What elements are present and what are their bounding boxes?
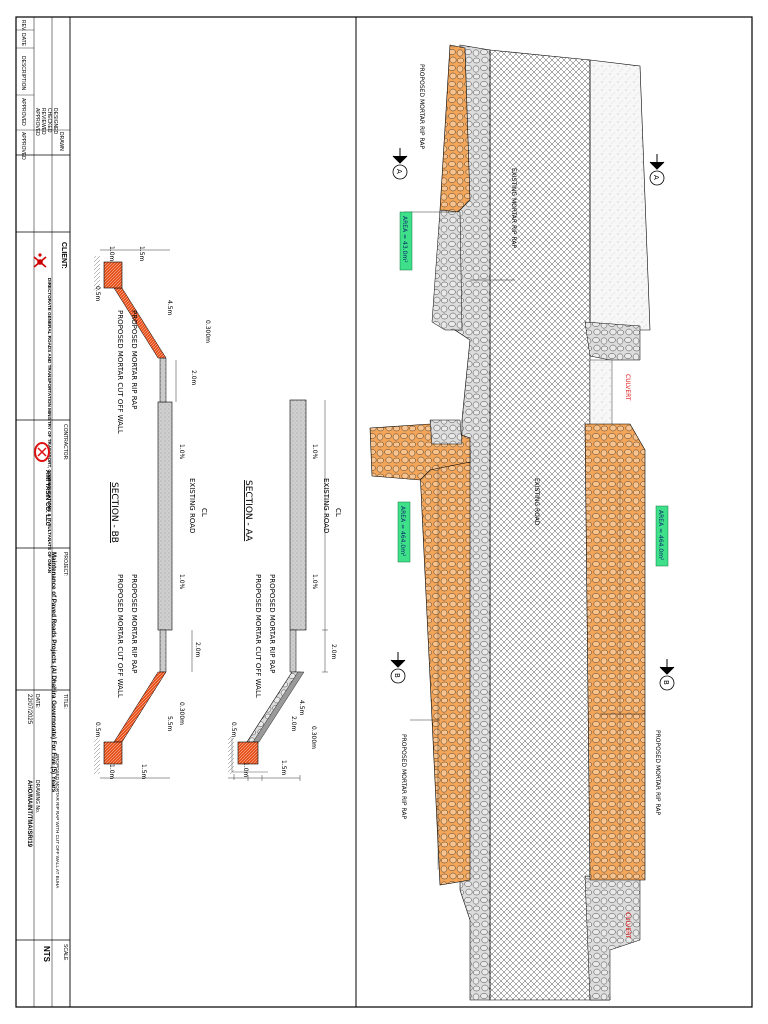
contractor-name: AMI YASIN CO. LLC xyxy=(44,470,50,527)
section-bb-slope-left: 1.0% xyxy=(178,444,185,460)
section-bb-slope-right: 1.0% xyxy=(178,574,185,590)
section-bb-cut-off-l: PROPOSED MORTAR CUT OFF WALL xyxy=(116,310,124,434)
rev-header-approved-2: APPROVED xyxy=(20,132,26,160)
section-bb-cut-off-bottom xyxy=(103,741,123,765)
section-bb-rip-rap-l: PROPOSED MORTAR RIP RAP xyxy=(130,310,138,409)
section-aa-dim-thk: 0.300m xyxy=(310,726,317,749)
section-aa-rip-rap: PROPOSED MORTAR RIP RAP xyxy=(268,574,276,673)
rev-header-rev: REV. xyxy=(20,20,26,31)
plan-proposed-rip-rap-1 xyxy=(439,44,471,216)
rev-header-date: DATE xyxy=(20,33,26,47)
drawing-no-value: AHO/MAINT/TMA/SR/19 xyxy=(26,780,32,848)
plan-label-proposed-rip-rap-1: PROPOSED MORTAR RIP RAP xyxy=(418,64,425,149)
sign-label-reviewed: REVIEWED xyxy=(40,108,46,135)
section-aa-title: SECTION - AA xyxy=(243,480,253,542)
section-marker-a-right: A xyxy=(649,154,665,186)
rev-header-description: DESCRIPTION xyxy=(20,56,26,91)
section-bb-dim-diag-r: 5.5m xyxy=(166,716,173,732)
section-bb-existing-road: EXISTING ROAD xyxy=(188,478,196,533)
title-label: TITLE: xyxy=(62,694,68,709)
section-bb-cut-off-top xyxy=(103,261,123,289)
sign-label-designed: DESIGNED xyxy=(52,108,58,135)
contractor-logo-icon xyxy=(34,442,50,462)
section-aa-cut-off: PROPOSED MORTAR CUT OFF WALL xyxy=(254,574,262,698)
date-label: DATE: xyxy=(34,694,40,708)
plan-label-existing-rip-rap: EXISTING MORTAR RIP RAP xyxy=(510,168,517,248)
section-bb-dim-top1: 1.0m xyxy=(108,246,115,262)
project-name: Maintenance of Paved Roads Projects (Al … xyxy=(50,552,57,793)
area-label-2: AREA = 464.0m² xyxy=(399,506,406,557)
section-bb-dim-thk-r: 0.300m xyxy=(178,702,185,725)
section-bb-dim-thk-l: 0.300m xyxy=(204,320,211,343)
svg-text:B: B xyxy=(662,680,670,685)
area-label-3: AREA = 464.0m² xyxy=(657,510,664,561)
section-aa-cut-off-wall xyxy=(237,741,259,765)
scale-value: NTS xyxy=(42,946,51,963)
section-aa-dim-slope: 2.0m xyxy=(290,716,297,732)
plan-label-culvert-2: CULVERT xyxy=(624,912,631,939)
client-name-box xyxy=(2,291,36,467)
area-label-1-bg xyxy=(399,211,413,271)
client-name: DIRECTORATE GENERAL ROADS AND TRANSPORTA… xyxy=(47,278,52,574)
section-bb-dim-top2: 1.5m xyxy=(138,246,145,262)
scale-label: SCALE xyxy=(62,944,68,961)
section-marker-b-left: B xyxy=(390,652,406,684)
plan-label-proposed-rip-rap-2: PROPOSED MORTAR RIP RAP xyxy=(400,734,407,819)
client-emblem-icon xyxy=(33,253,47,268)
title-block: REV. DATE DESCRIPTION APPROVED APPROVED … xyxy=(2,16,71,1008)
contractor-label: CONTRACTOR: xyxy=(62,424,68,461)
section-bb-dim-bot1: 1.0m xyxy=(108,764,115,780)
section-bb: CL EXISTING ROAD SECTION - BB 1.0% 1.0% … xyxy=(94,246,211,780)
section-marker-a-left: A xyxy=(392,148,408,180)
section-bb-dim-depth-l: 0.5m xyxy=(94,286,101,302)
plan-proposed-rip-rap-2 xyxy=(419,447,471,886)
plan-label-culvert-1: CULVERT xyxy=(624,374,631,401)
plan-label-proposed-rip-rap-3: PROPOSED MORTAR RIP RAP xyxy=(654,730,661,815)
plan-proposed-rip-rap-3 xyxy=(584,423,646,881)
section-bb-pavement xyxy=(157,401,173,631)
svg-text:B: B xyxy=(393,673,401,678)
section-aa-existing-road: EXISTING ROAD xyxy=(322,478,330,533)
sign-label-checked: CHECKED xyxy=(46,108,52,133)
section-bb-dim-shoulder-r: 2.0m xyxy=(194,642,201,658)
section-bb-title: SECTION - BB xyxy=(109,482,119,543)
client-label: CLIENT: xyxy=(60,242,67,269)
area-label-1: AREA = 43.0m² xyxy=(401,216,408,263)
section-bb-dim-diag-l: 4.5m xyxy=(166,300,173,316)
section-aa-dim-diag: 4.5m xyxy=(298,700,305,716)
project-label: PROJECT: xyxy=(62,552,68,576)
section-aa-dim-base1: 1.0m xyxy=(242,762,249,778)
section-aa-cl: CL xyxy=(334,508,342,517)
date-value: 22/07/2025 xyxy=(26,694,32,725)
section-aa-slope-right: 1.0% xyxy=(311,574,318,590)
section-bb-cl: CL xyxy=(200,508,208,517)
plan-view: A A B B AREA = 43.0m² AREA = 464.0m² ARE… xyxy=(369,44,675,1001)
rev-header-approved: APPROVED xyxy=(20,98,26,126)
section-aa-slope-left: 1.0% xyxy=(311,444,318,460)
section-aa: CL EXISTING ROAD SECTION - AA 1.0% 1.0% … xyxy=(228,399,342,781)
section-aa-pavement xyxy=(289,399,307,631)
section-aa-dim-base2: 1.5m xyxy=(280,760,287,776)
section-bb-dim-bot2: 1.5m xyxy=(140,764,147,780)
section-bb-cut-off-r: PROPOSED MORTAR CUT OFF WALL xyxy=(116,574,124,698)
plan-label-existing-road: EXISTING ROAD xyxy=(533,478,540,526)
section-bb-dim-shoulder-l: 2.0m xyxy=(190,370,197,386)
section-marker-b-right: B xyxy=(659,659,675,691)
section-bb-dim-depth-r: 0.5m xyxy=(94,722,101,738)
drawing-no-label: DRAWING No. xyxy=(34,780,40,813)
section-aa-dim-depth: 0.5m xyxy=(230,722,237,738)
title-value: PROPOSED MORTAR RIP RAP WITH CUT OFF WAL… xyxy=(55,754,60,889)
svg-text:A: A xyxy=(652,175,660,180)
plan-ground-top xyxy=(589,59,651,331)
svg-text:A: A xyxy=(395,169,403,174)
area-label-2-bg xyxy=(397,501,411,563)
area-label-3-bg xyxy=(655,505,669,567)
sign-label-drawn: DRAWN xyxy=(58,132,64,151)
section-aa-dim-shoulder: 2.0m xyxy=(330,644,337,660)
sign-label-approved: APPROVED xyxy=(34,108,40,136)
section-bb-rip-rap-r: PROPOSED MORTAR RIP RAP xyxy=(130,574,138,673)
